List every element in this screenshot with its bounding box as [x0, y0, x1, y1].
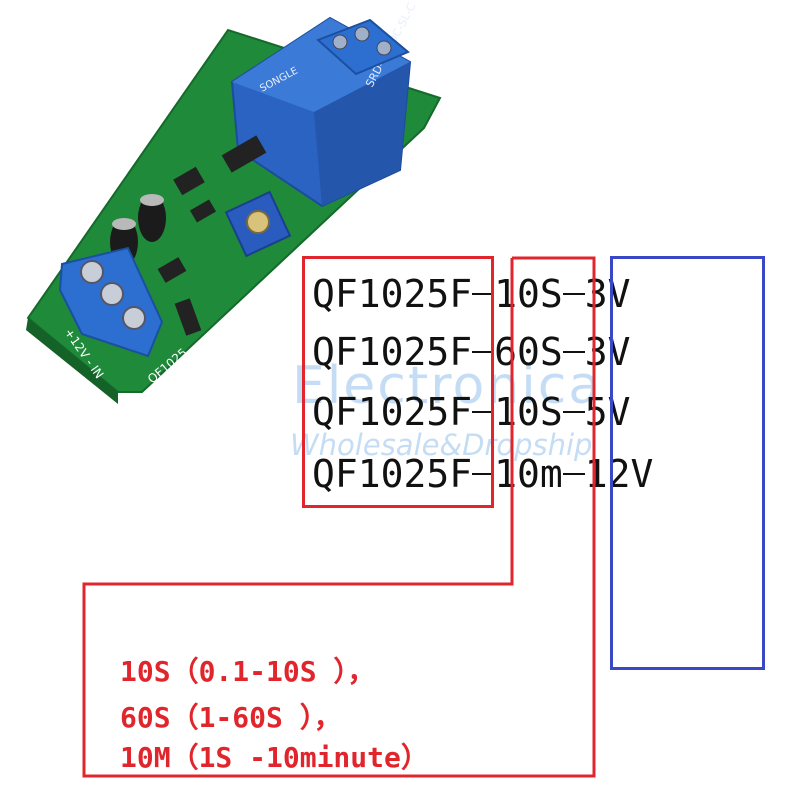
range-note: 10M（1S -10minute） [120, 741, 429, 774]
voltage-highlight-box [610, 256, 765, 670]
model-voltage: 12V [584, 452, 654, 496]
model-time: 10m [494, 452, 563, 496]
dash [562, 272, 585, 316]
capacitor [138, 194, 166, 242]
model-time: 10S [494, 272, 563, 316]
range-note: 60S（1-60S ）， [120, 701, 342, 734]
model-time: 60S [494, 330, 563, 374]
ic-chip [173, 166, 205, 196]
model-time: 10S [494, 390, 563, 434]
range-note: 10S（0.1-10S ）， [120, 655, 376, 688]
dash [562, 390, 585, 434]
model-highlight-box [302, 256, 494, 508]
dash [562, 330, 585, 374]
dash [562, 452, 585, 496]
